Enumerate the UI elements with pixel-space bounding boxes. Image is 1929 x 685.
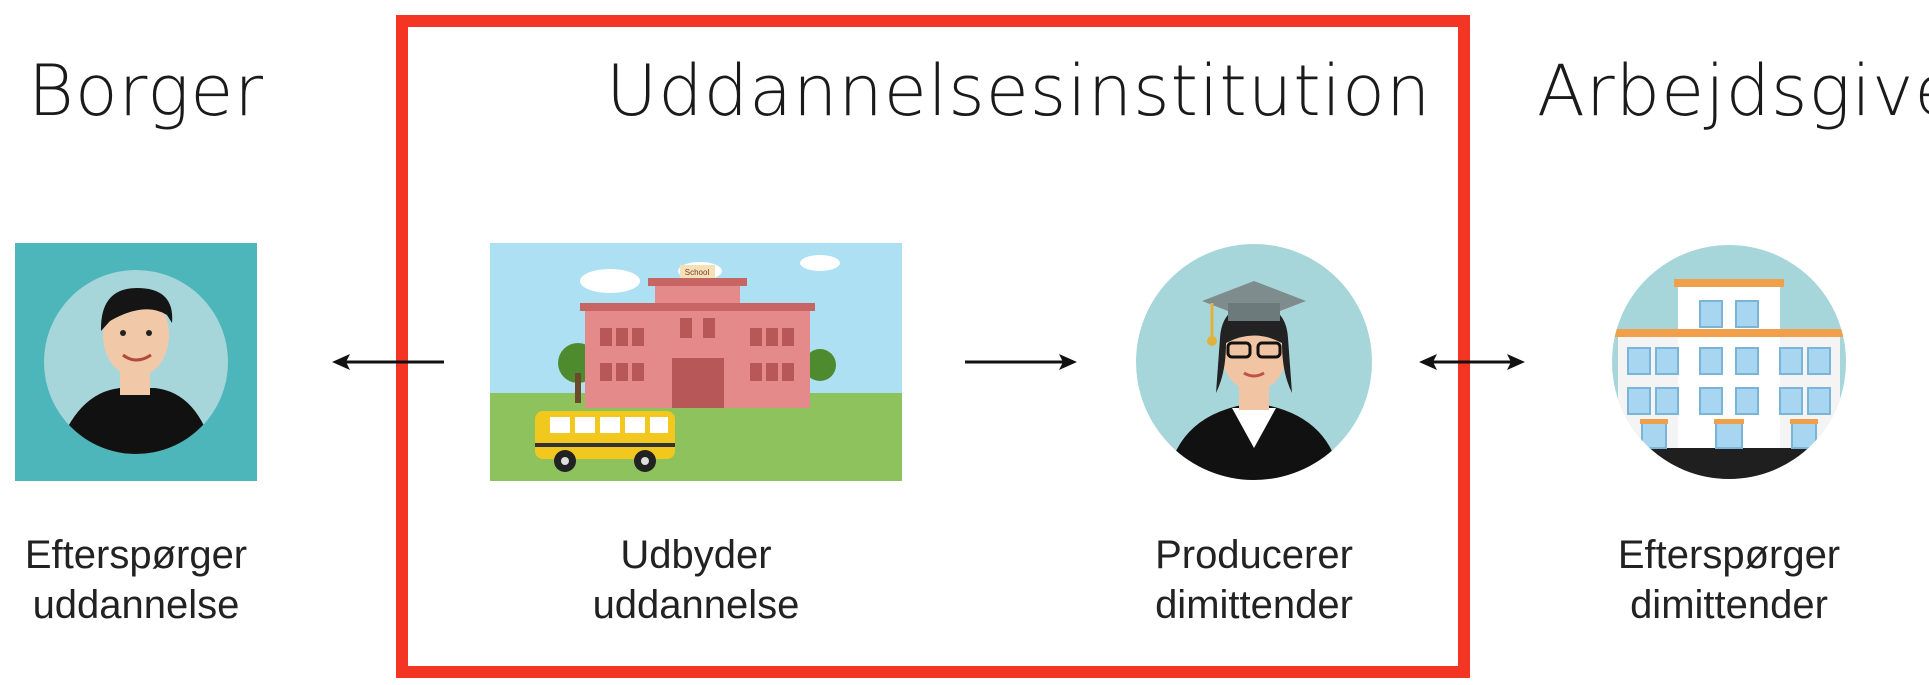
school-sign-text: School (685, 268, 710, 277)
caption-employer-line2: dimittender (1630, 583, 1828, 627)
caption-employer: Efterspørger dimittender (1579, 530, 1879, 630)
caption-citizen-line2: uddannelse (32, 583, 240, 627)
arrow-bidirectional (1417, 352, 1527, 372)
caption-graduate-line1: Producerer (1155, 533, 1353, 577)
caption-citizen: Efterspørger uddannelse (0, 530, 286, 630)
caption-graduate: Producerer dimittender (1104, 530, 1404, 630)
graduate-picture (1132, 243, 1376, 481)
institution-frame (396, 15, 1470, 678)
caption-citizen-line1: Efterspørger (24, 533, 248, 577)
group-title-institution: Uddannelsesinstitution (606, 50, 1432, 132)
group-title-citizen: Borger (28, 50, 265, 132)
caption-employer-line1: Efterspørger (1617, 533, 1841, 577)
caption-school-line1: Udbyder (620, 533, 772, 577)
school-picture: School (490, 243, 902, 481)
arrow-right (963, 352, 1079, 372)
caption-school: Udbyder uddannelse (546, 530, 846, 630)
caption-graduate-line2: dimittender (1155, 583, 1353, 627)
arrow-left (330, 352, 446, 372)
group-title-employer: Arbejdsgiver (1537, 50, 1929, 132)
employer-building-picture (1608, 243, 1850, 481)
caption-school-line2: uddannelse (592, 583, 800, 627)
citizen-picture (15, 243, 257, 481)
